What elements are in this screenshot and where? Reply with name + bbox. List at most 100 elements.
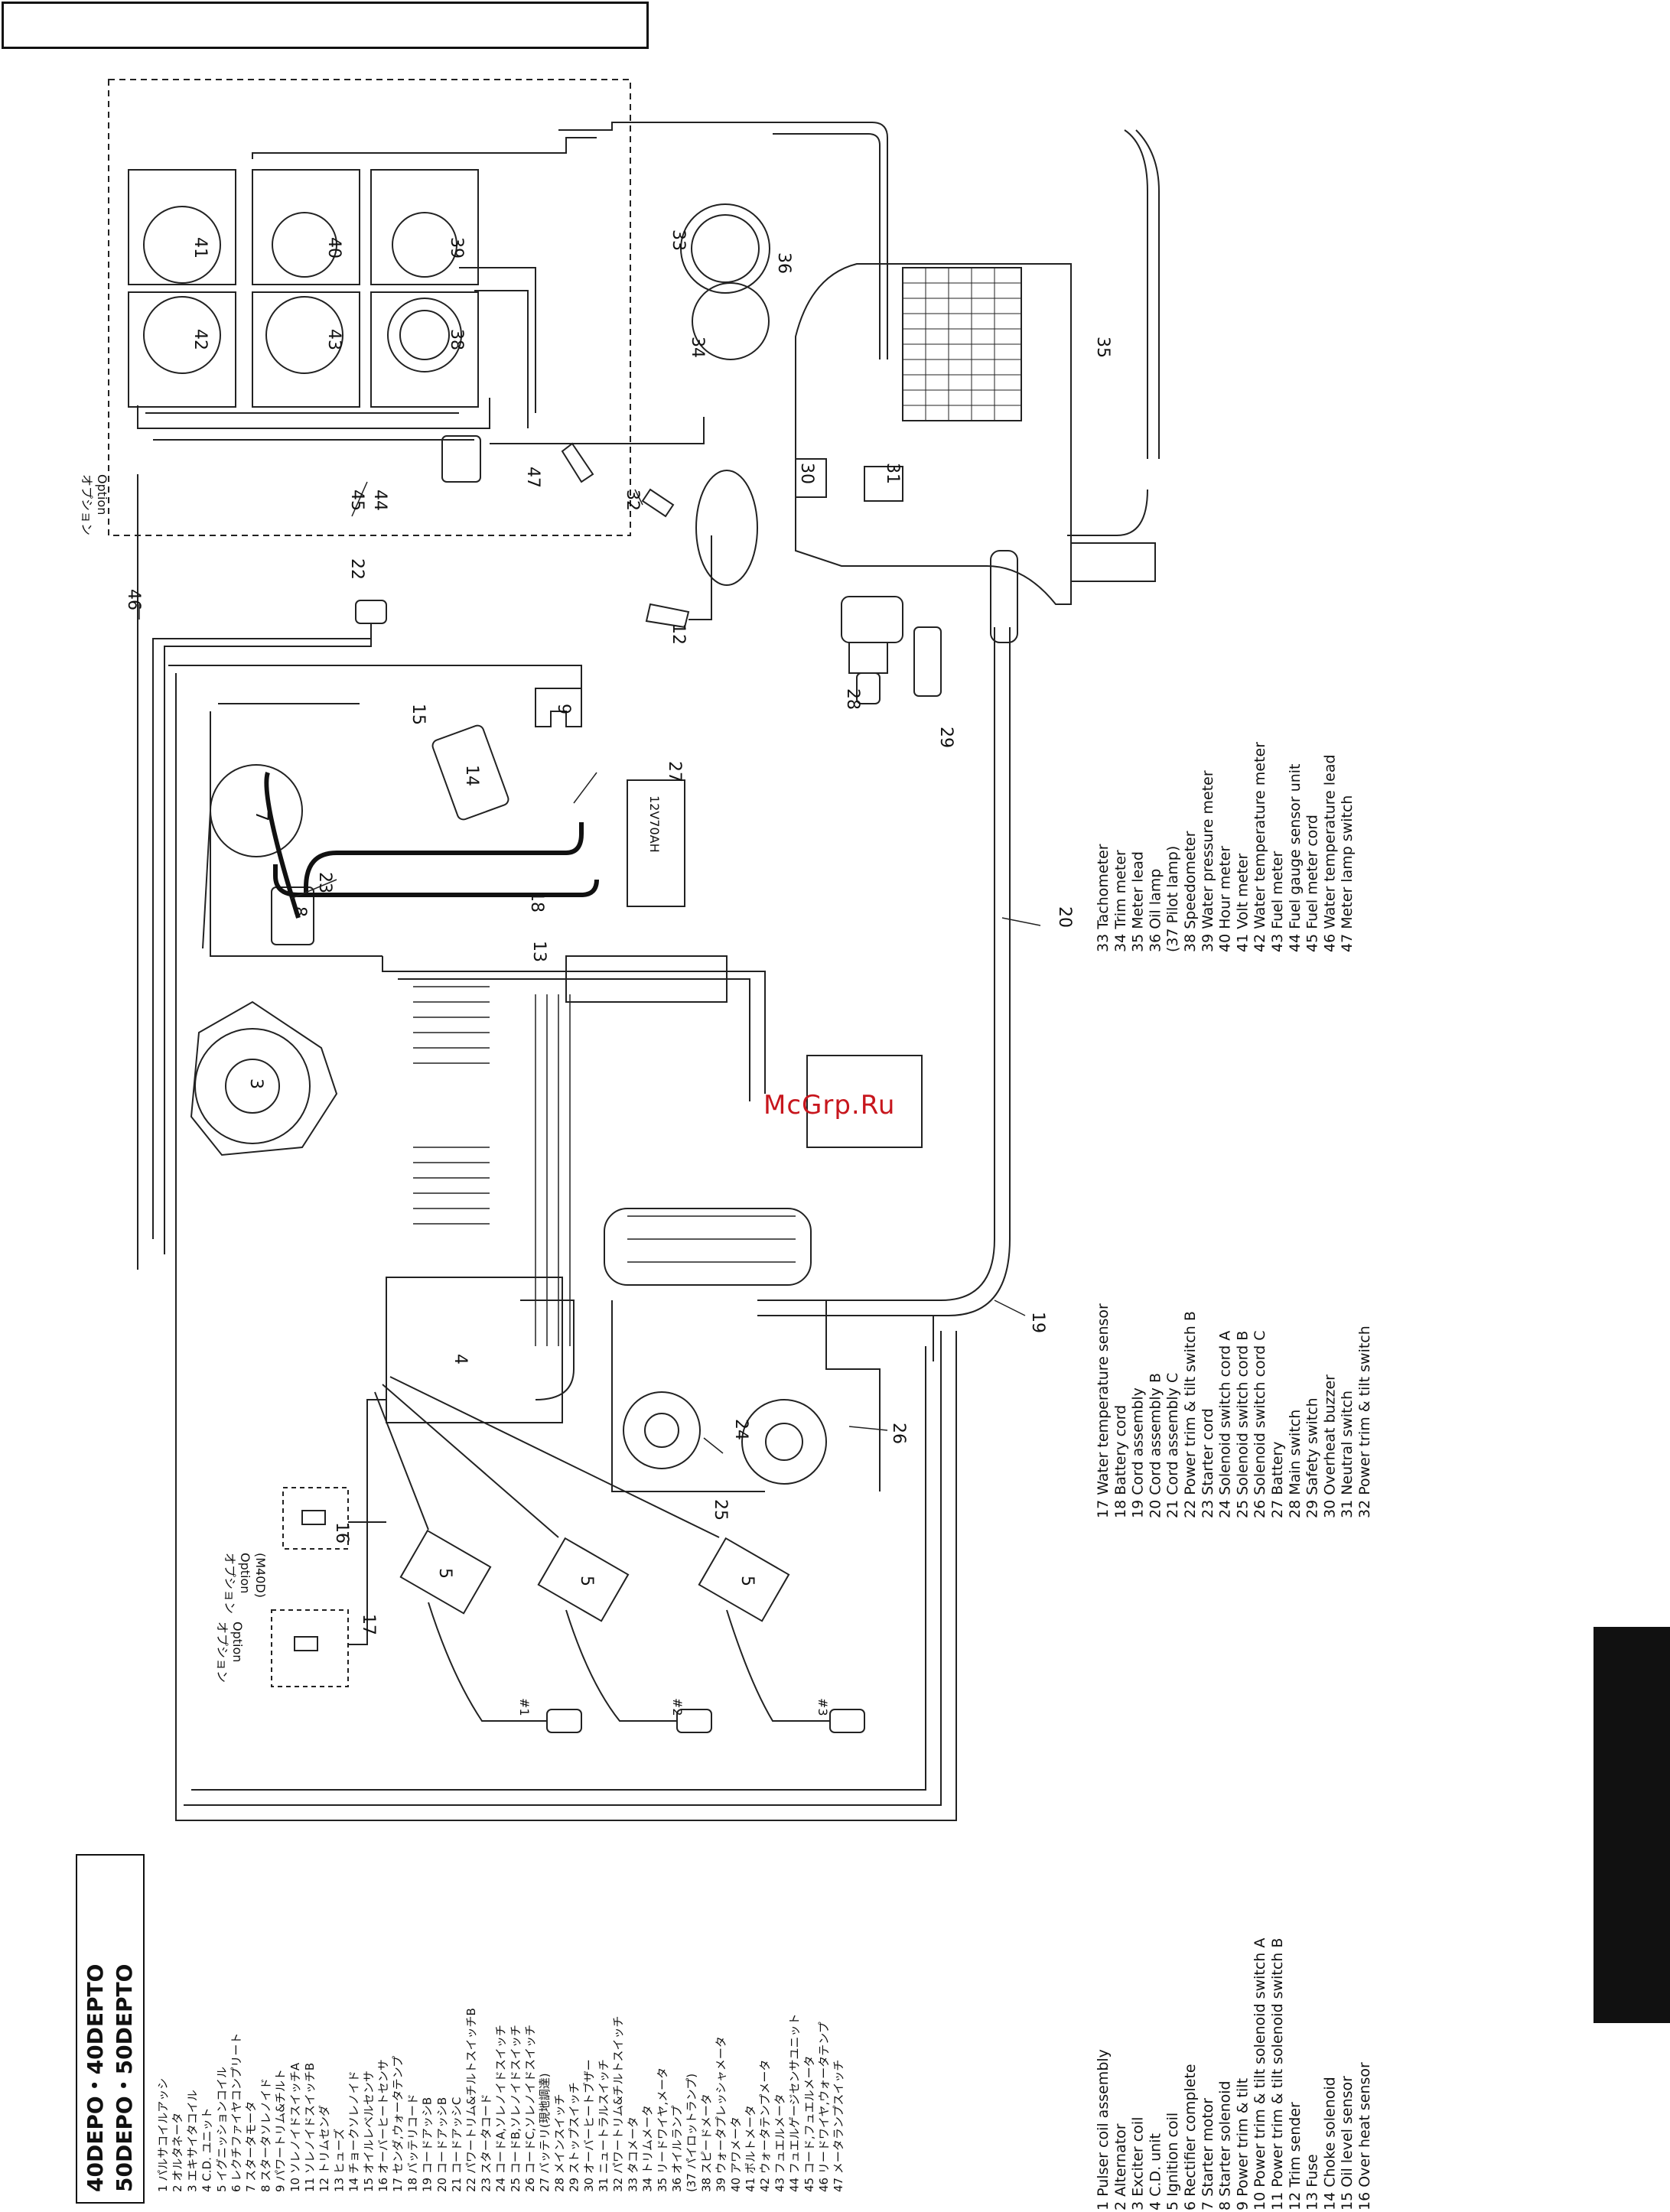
legend-jp-item: 24 コードA,ソレノイドスイッチ (494, 2025, 508, 2192)
legend-jp-item: 31 ニュートラルスイッチ (597, 2059, 610, 2192)
legend-en-item: 43 Fuel meter (1269, 851, 1286, 952)
legend-jp-item: 4 C.D. ユニット (200, 2107, 214, 2192)
fuse-area (565, 955, 728, 1003)
legend-jp-item: 44 フュエルゲージセンサユニット (788, 2013, 802, 2192)
legend-jp-item: 32 パワートリム&チルトスイッチ (611, 2015, 625, 2192)
option-label-en-temp: Option (230, 1622, 245, 1662)
label-32: 32 (623, 490, 642, 511)
meter-housing-38 (370, 291, 479, 408)
cylinder-3-label: #3 (815, 1698, 830, 1716)
safety-switch (913, 626, 942, 697)
watermark: McGrp.Ru (763, 1090, 896, 1121)
power-trim-tilt-switch-b (355, 600, 387, 624)
label-19: 19 (1028, 1312, 1047, 1333)
overheat-buzzer (795, 458, 827, 498)
legend-en-item: 15 Oil level sensor (1339, 2076, 1356, 2210)
legend-en-item: 40 Hour meter (1217, 846, 1234, 952)
section-tab (1593, 1627, 1670, 2023)
label-46: 46 (124, 589, 143, 610)
legend-jp-item: 33 タコメータ (626, 2116, 640, 2192)
volt-meter-gauge (143, 206, 221, 284)
legend-jp-item: 11 ソレノイドスイッチB (303, 2063, 317, 2192)
legend-en-item: 29 Safety switch (1304, 1397, 1321, 1518)
main-cord-bundle (990, 550, 1018, 643)
legend-jp-item: 25 コードB,ソレノイドスイッチ (509, 2025, 522, 2192)
label-5-a: 5 (435, 1568, 454, 1579)
legend-en-item: 42 Water temperature meter (1252, 742, 1268, 952)
legend-en-item: 35 Meter lead (1130, 851, 1147, 952)
legend-en-item: 16 Over heat sensor (1356, 2062, 1373, 2210)
legend-jp-item: 38 スピードメータ (699, 2093, 713, 2192)
label-38: 38 (447, 329, 466, 350)
option-label-jp-overheat: オプション (223, 1553, 237, 1614)
cylinder-2-label: #2 (670, 1698, 685, 1716)
legend-en-item: 45 Fuel meter cord (1304, 815, 1321, 952)
legend-en-item: 7 Starter motor (1200, 2098, 1216, 2210)
part-number-labels: 41 42 40 43 39 38 33 36 34 35 45 44 47 3… (124, 229, 1112, 1635)
legend-en-item: 10 Power trim & tilt solenoid switch A (1252, 1938, 1268, 2210)
legend-en-item: 6 Rectifier complete (1182, 2064, 1199, 2210)
battery-spec-label: 12V70AH (647, 795, 662, 853)
label-39: 39 (447, 237, 466, 259)
legend-jp-item: 26 コードC,ソレノイドスイッチ (523, 2025, 537, 2192)
legend-en-item: 8 Starter solenoid (1217, 2080, 1234, 2210)
legend-jp-item: 27 バッテリ(現地調達) (538, 2073, 552, 2192)
legend-en-item: 24 Solenoid switch cord A (1217, 1331, 1234, 1518)
legend-en-item: 5 Ignition coil (1164, 2113, 1181, 2210)
legend-jp-item: 16 オーバーヒートセンサ (376, 2059, 390, 2192)
legend-en-item: 2 Alternator (1112, 2123, 1129, 2210)
over-heat-sensor (301, 1510, 326, 1525)
legend-jp-item: 3 エキサイタコイル (185, 2090, 199, 2192)
control-box (795, 263, 1072, 605)
legend-jp-item: 43 フュエルメータ (773, 2093, 786, 2192)
legend-en-item: 20 Cord assembly B (1147, 1373, 1164, 1518)
legend-en-item: 30 Overheat buzzer (1321, 1374, 1338, 1518)
label-40: 40 (324, 237, 343, 259)
legend-jp-item: 20 コードアッシB (435, 2097, 449, 2192)
meter-housing-43 (252, 291, 360, 408)
legend-en-item: 9 Power trim & tilt (1234, 2078, 1251, 2210)
legend-jp-item: 34 トリムメータ (641, 2105, 655, 2192)
legend-en-item: 27 Battery (1269, 1441, 1286, 1518)
hour-meter-gauge (272, 212, 337, 278)
label-34: 34 (688, 337, 707, 358)
exciter-coil (225, 1059, 280, 1114)
meter-housing-42 (128, 291, 236, 408)
meter-lead (1124, 129, 1148, 459)
label-45: 45 (347, 490, 366, 511)
water-temp-meter-gauge (143, 296, 221, 374)
meter-harness (137, 398, 490, 429)
legend-jp-item: 14 チョークソレノイド (347, 2070, 361, 2192)
legend-jp-item: 19 コードアッシB (421, 2097, 435, 2192)
engine-harness (175, 673, 957, 1821)
meter-lamp-switch (561, 442, 594, 483)
legend-jp-item: 41 ボルトメータ (744, 2105, 757, 2192)
legend-en-item: 17 Water temperature sensor (1095, 1303, 1112, 1518)
legend-en-item: 44 Fuel gauge sensor unit (1287, 763, 1304, 952)
pulser-coil-assembly (190, 1000, 338, 1156)
legend-en-item: 23 Starter cord (1200, 1408, 1216, 1518)
label-23: 23 (315, 872, 334, 893)
legend-jp-item: 9 パワートリム&チルト (274, 2069, 288, 2192)
option-meter-panel (108, 79, 631, 536)
legend-jp-item: 42 ウォータテンプメータ (758, 2060, 772, 2192)
legend-jp-item: 21 コードアッシC (450, 2097, 464, 2192)
legend-jp-item: 29 ストップスイッチ (568, 2082, 581, 2192)
neutral-switch (864, 466, 903, 502)
label-31: 31 (883, 463, 902, 484)
legend-jp-item: 28 メインスイッチ (552, 2093, 566, 2192)
legend-jp-item: 10 ソレノイドスイッチA (288, 2062, 302, 2192)
model-title-2: 50DEPO・50DEPTO (112, 1964, 137, 2192)
legend-jp-item: 47 メータランプスイッチ (832, 2060, 845, 2192)
rectifier-complete (806, 1055, 923, 1148)
legend-jp-item: 1 パルサコイルアッシ (156, 2078, 170, 2192)
label-44: 44 (370, 490, 389, 511)
meter-lead-connector (1070, 542, 1156, 582)
legend-jp-item: 36 オイルランプ (670, 2106, 684, 2192)
legend-en-item: 41 Volt meter (1234, 854, 1251, 952)
legend-en-item: 22 Power trim & tilt switch B (1182, 1311, 1199, 1518)
legend-jp-item: 2 オルタネータ (171, 2113, 184, 2192)
